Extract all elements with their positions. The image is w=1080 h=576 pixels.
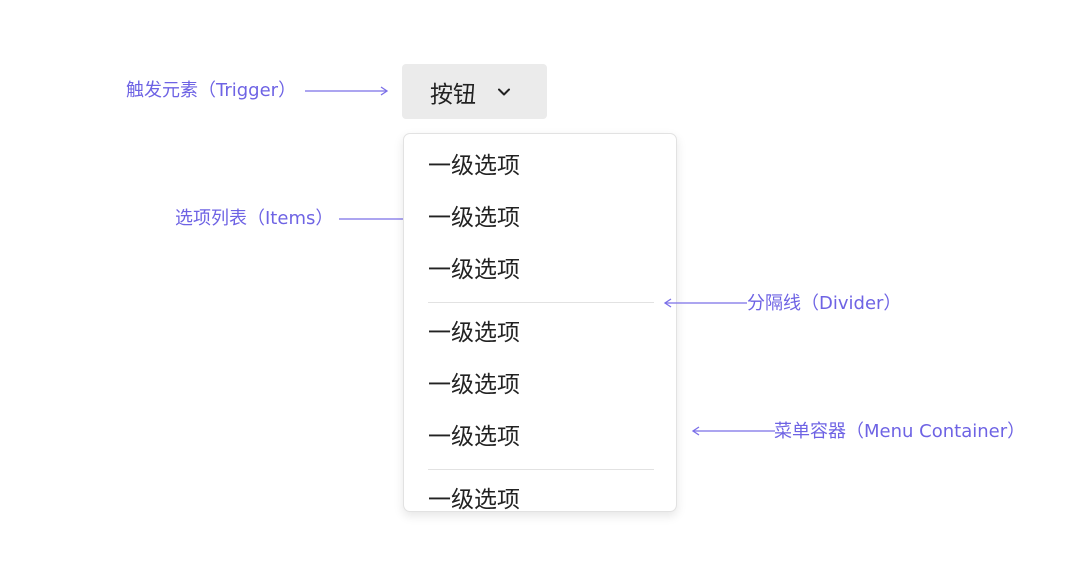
trigger-label: 按钮 [430,81,476,108]
menu-item[interactable]: 一级选项 [428,372,520,398]
dropdown-trigger-button[interactable]: 按钮 [402,64,547,119]
menu-container: 一级选项 一级选项 一级选项 一级选项 一级选项 一级选项 一级选项 [403,133,677,512]
annotation-divider-arrow [663,298,747,308]
annotation-container-arrow [691,426,775,436]
annotation-trigger-arrow [305,86,389,96]
chevron-down-icon [496,84,512,100]
menu-item[interactable]: 一级选项 [428,424,520,450]
menu-item[interactable]: 一级选项 [428,487,520,512]
annotation-items-label: 选项列表（Items） [175,208,334,229]
menu-item[interactable]: 一级选项 [428,153,520,179]
menu-item[interactable]: 一级选项 [428,257,520,283]
menu-divider [428,302,654,303]
annotation-divider-label: 分隔线（Divider） [747,293,902,314]
menu-divider [428,469,654,470]
annotation-trigger-label: 触发元素（Trigger） [126,80,297,101]
annotation-container-label: 菜单容器（Menu Container） [774,421,1026,442]
menu-item[interactable]: 一级选项 [428,320,520,346]
menu-item[interactable]: 一级选项 [428,205,520,231]
